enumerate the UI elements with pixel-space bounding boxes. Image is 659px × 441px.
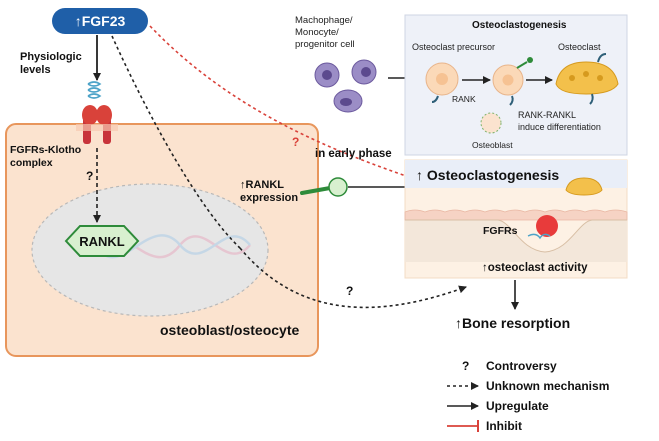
- rankl-ligand: [328, 177, 348, 197]
- rankl-expression-text-1: ↑RANKL: [240, 179, 284, 191]
- rank-rankl-label-2: induce differentiation: [518, 122, 601, 132]
- osteoclast-small-icon: [565, 177, 603, 196]
- rank-label: RANK: [452, 94, 476, 104]
- fgf23-to-osteoclast-activity-arrow: [239, 247, 467, 309]
- osteoblast-small-icon: [480, 112, 502, 134]
- legend-unknown-label: Unknown mechanism: [486, 379, 609, 393]
- receptor-label-2: complex: [10, 157, 53, 169]
- levels-text: levels: [20, 64, 51, 76]
- osteoclast-label: Osteoclast: [558, 42, 601, 52]
- progenitor-cells-icon: [314, 59, 377, 113]
- progenitor-label-2: Monocyte/: [295, 27, 339, 38]
- legend-inhibit-label: Inhibit: [486, 419, 522, 433]
- legend-upregulate-label: Upregulate: [486, 399, 549, 413]
- red-question-mark: ?: [292, 135, 299, 149]
- fgfr-receptor-icon: [76, 105, 118, 144]
- legend-controversy-symbol: ?: [462, 359, 469, 373]
- precursor-label: Osteoclast precursor: [412, 42, 495, 52]
- rankl-stalk: [300, 186, 332, 195]
- panel-title: Osteoclastogenesis: [472, 20, 567, 31]
- osteoclast-cell-icon: [555, 53, 619, 105]
- active-osteoclast-icon: [527, 215, 558, 240]
- rankl-label: RANKL: [79, 234, 125, 249]
- physiologic-text: Physiologic: [20, 51, 82, 63]
- nucleus: [31, 183, 269, 317]
- cell-label: osteoblast/osteocyte: [160, 322, 299, 338]
- rankl-expression-text-2: expression: [240, 192, 298, 204]
- precursor-cell-icon: [425, 62, 459, 103]
- fgf23-to-rankl-expression-arrow: [111, 35, 241, 249]
- osteoblast-small-label: Osteoblast: [472, 140, 513, 150]
- rankl-hexagon: [64, 225, 140, 257]
- progenitor-label-3: progenitor cell: [295, 39, 355, 50]
- osteoclast-activity-label: ↑osteoclast activity: [482, 262, 588, 274]
- receptor-label-1: FGFRs-Klotho: [10, 144, 81, 156]
- early-phase-text: in early phase: [315, 148, 392, 160]
- fgfrs-label: FGFRs: [483, 225, 518, 237]
- bound-precursor-icon: [492, 57, 533, 106]
- progenitor-label-1: Machophage/: [295, 15, 353, 26]
- legend: ? Controversy Unknown mechanism Upregula…: [447, 359, 609, 433]
- klotho-icon: [87, 81, 102, 99]
- inhibit-arrow: [149, 25, 415, 185]
- bone-surface: [404, 209, 628, 262]
- controversy-mark-lower: ?: [346, 284, 353, 298]
- fgf23-label: ↑FGF23: [75, 13, 126, 29]
- rank-rankl-label-1: RANK-RANKL: [518, 110, 576, 120]
- bone-resorption-label: ↑Bone resorption: [455, 315, 570, 331]
- legend-controversy-label: Controversy: [486, 359, 557, 373]
- controversy-mark-left: ?: [86, 169, 93, 183]
- bone-panel-title: ↑ Osteoclastogenesis: [416, 167, 559, 183]
- fgf23-badge: [52, 8, 148, 34]
